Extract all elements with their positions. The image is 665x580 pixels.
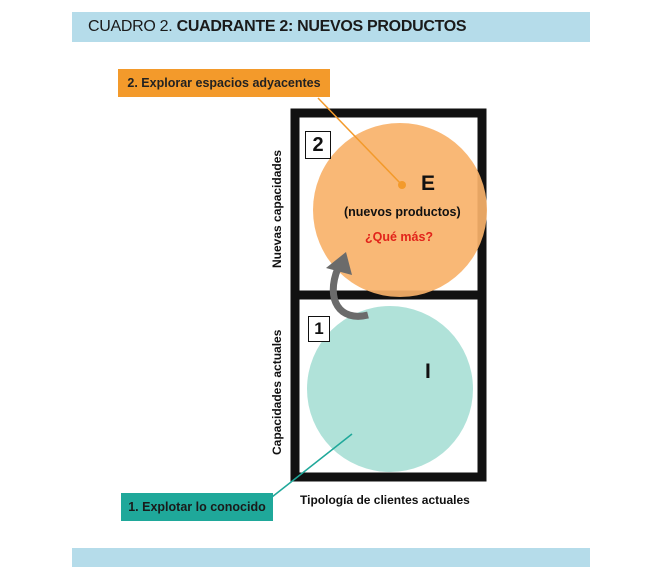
y-axis-bottom-label: Capacidades actuales <box>270 329 284 455</box>
x-axis-label: Tipología de clientes actuales <box>300 493 470 507</box>
orange-leader-line <box>317 97 403 186</box>
explore-adjacent-label: 2. Explorar espacios adyacentes <box>118 69 330 97</box>
curved-arrow-head <box>326 252 352 275</box>
quadrant-1-number: 1 <box>308 316 330 342</box>
teal-circle <box>307 306 473 472</box>
orange-leader-dot <box>398 181 406 189</box>
quadrant-2-question: ¿Qué más? <box>365 230 434 244</box>
exploit-known-label: 1. Explotar lo conocido <box>121 493 273 521</box>
quadrant-1-letter: I <box>425 360 431 383</box>
quadrant-2-letter: E <box>421 172 436 195</box>
teal-leader-line <box>271 433 353 498</box>
curved-arrow <box>329 266 369 320</box>
header-prefix: CUADRO 2. <box>88 18 173 35</box>
footer-bar <box>72 548 590 567</box>
quadrant-2-subtitle: (nuevos productos) <box>344 205 461 219</box>
header-title-text: CUADRANTE 2: NUEVOS PRODUCTOS <box>176 18 467 35</box>
header-bar <box>72 12 590 42</box>
quadrant-2-number: 2 <box>305 131 331 159</box>
orange-circle <box>313 123 487 297</box>
y-axis-top-label: Nuevas capacidades <box>270 149 284 268</box>
header-title: CUADRO 2. CUADRANTE 2: NUEVOS PRODUCTOS <box>88 18 467 36</box>
